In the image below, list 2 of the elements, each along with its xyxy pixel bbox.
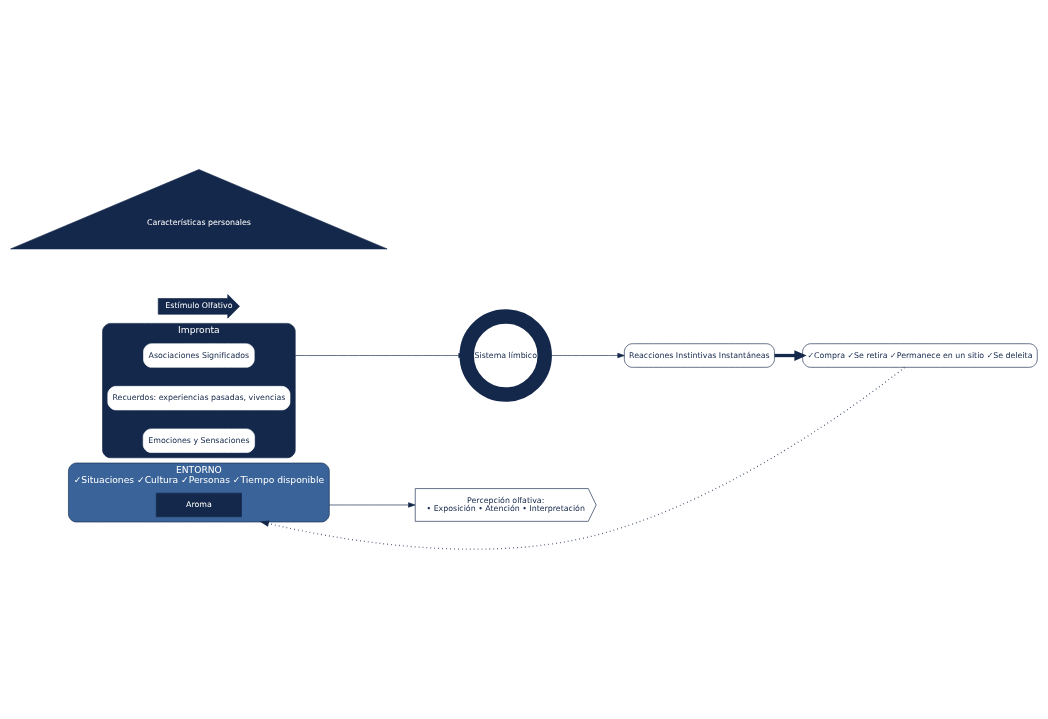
arrow (329, 502, 416, 508)
arrow (774, 350, 807, 361)
